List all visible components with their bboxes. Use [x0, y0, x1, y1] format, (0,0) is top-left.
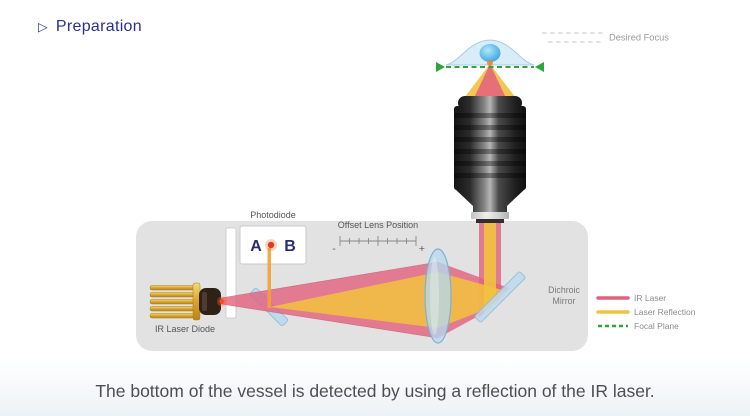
- triangle-bullet-icon: ▷: [38, 19, 48, 34]
- page-title: ▷ Preparation: [38, 18, 142, 36]
- ir-laser-diode-label: IR Laser Diode: [155, 324, 215, 334]
- reflection-beam-mirror-to-lens: [438, 272, 506, 328]
- laser-emission-dot: [219, 299, 225, 304]
- page-title-text: Preparation: [55, 18, 142, 35]
- caption-text: The bottom of the vessel is detected by …: [95, 381, 655, 401]
- offset-lens: [424, 248, 452, 344]
- focal-plane-arrow-right: [535, 62, 544, 72]
- sensor-a-label: A: [250, 238, 262, 255]
- laser-spot-dot: [267, 241, 275, 249]
- objective-ribs: [454, 113, 526, 178]
- objective-lens: [454, 96, 526, 223]
- objective-taper: [454, 188, 526, 206]
- legend-label-focal-plane: Focal Plane: [634, 321, 679, 331]
- dichroic-mirror: [474, 271, 526, 323]
- offset-lens-ruler-ticks: [339, 236, 417, 246]
- sensor-b-label: B: [284, 238, 296, 255]
- legend-label-laser-reflection: Laser Reflection: [634, 307, 696, 317]
- objective-tip: [476, 219, 504, 223]
- desired-focus-label: Desired Focus: [609, 33, 669, 43]
- ir-laser-diode-icon: [149, 282, 227, 321]
- focal-plane-arrow-left: [436, 62, 445, 72]
- offset-lens-label: Offset Lens Position: [338, 220, 418, 230]
- legend: IR Laser Laser Reflection Focal Plane: [596, 293, 696, 331]
- offset-plus-label: +: [419, 243, 425, 255]
- reflection-beam-lens-to-fold-mirror: [270, 272, 438, 328]
- focus-spot: [487, 60, 493, 66]
- legend-label-ir-laser: IR Laser: [634, 293, 666, 303]
- dichroic-mirror-label-line2: Mirror: [553, 296, 576, 306]
- ir-cone-to-cell: [474, 64, 506, 98]
- photodiode-window: [225, 227, 237, 319]
- objective-barrel: [454, 106, 526, 190]
- objective-neck: [473, 204, 507, 213]
- cell-nucleus: [479, 44, 501, 62]
- objective-silver-ring: [471, 212, 509, 219]
- offset-lens-highlight: [430, 257, 439, 335]
- dichroic-mirror-label-line1: Dichroic: [548, 285, 580, 295]
- offset-minus-label: -: [332, 243, 336, 255]
- photodiode-label: Photodiode: [250, 210, 296, 220]
- reflection-beam-to-photodiode: [267, 248, 271, 308]
